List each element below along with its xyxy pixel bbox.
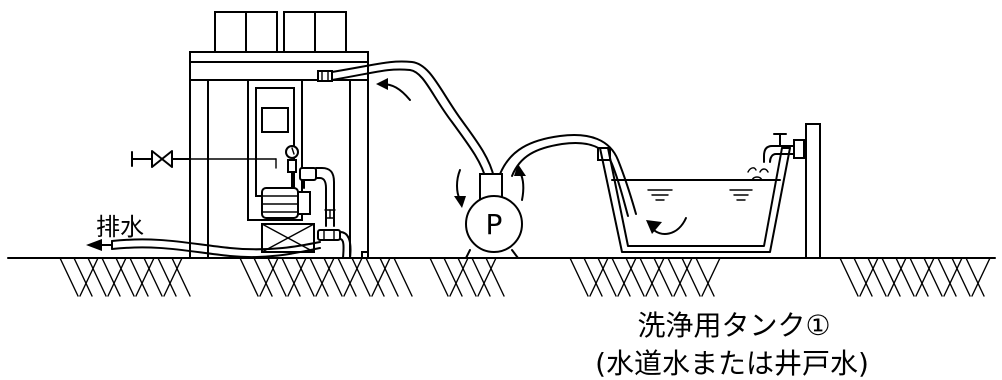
hatch-line [143, 257, 163, 297]
hatch-line [59, 257, 79, 297]
hatch-line [653, 257, 673, 297]
hatch-line [351, 257, 371, 297]
hatch-line [965, 257, 985, 297]
side-valve [131, 150, 277, 169]
hatch-line [673, 257, 693, 297]
hatch-line [951, 257, 971, 297]
hatch-line [443, 257, 463, 297]
hatch-line [667, 257, 687, 297]
hatch-line [881, 257, 901, 297]
hatch-line [239, 257, 259, 297]
pump: P [454, 164, 526, 259]
faucet [747, 123, 821, 259]
hatch-line [281, 257, 301, 297]
tank-title: 洗浄用タンク① [637, 309, 830, 342]
drain-valve [324, 209, 336, 219]
hatch-line [617, 257, 637, 297]
hatch-line [909, 257, 929, 297]
hatch-line [295, 257, 315, 297]
hatch-line [253, 257, 273, 297]
water-level-marks [647, 189, 753, 201]
hatch-line [695, 257, 715, 297]
drain-hose [86, 238, 321, 259]
hatch-line [87, 257, 107, 297]
ground-hatching [59, 257, 991, 297]
hatch-line [129, 257, 149, 297]
wash-tank [599, 147, 791, 253]
hatch-line [915, 257, 935, 297]
hatch-line [323, 257, 343, 297]
top-plate [189, 51, 369, 63]
pump-label: P [486, 208, 503, 241]
hatch-line [569, 257, 589, 297]
hatch-line [859, 257, 879, 297]
hatch-line [583, 257, 603, 297]
hatch-line [343, 257, 363, 297]
hatch-line [611, 257, 631, 297]
hatch-line [887, 257, 907, 297]
hatch-line [365, 257, 385, 297]
hatch-line [135, 257, 155, 297]
hatch-line [923, 257, 943, 297]
hatch-line [681, 257, 701, 297]
hatch-line [485, 257, 505, 297]
hatch-line [393, 257, 413, 297]
hatch-line [867, 257, 887, 297]
hatch-line [625, 257, 645, 297]
ground [7, 257, 996, 297]
hatch-line [101, 257, 121, 297]
hatch-line [267, 257, 287, 297]
post [805, 123, 821, 259]
hatch-line [853, 257, 873, 297]
hatch-line [943, 257, 963, 297]
hatch-line [171, 257, 191, 297]
hatch-line [379, 257, 399, 297]
hatch-line [157, 257, 177, 297]
hatch-line [839, 257, 859, 297]
hatch-line [471, 257, 491, 297]
hatch-line [937, 257, 957, 297]
hatch-line [457, 257, 477, 297]
return-hose [331, 60, 495, 181]
drain-label: 排水 [96, 213, 144, 241]
hatch-line [971, 257, 991, 297]
hatch-line [371, 257, 391, 297]
hatch-line [287, 257, 307, 297]
hatch-line [163, 257, 183, 297]
pump-body [465, 195, 523, 253]
hatch-line [895, 257, 915, 297]
inlet-fitting [317, 70, 333, 82]
hatch-line [309, 257, 329, 297]
hatch-line [597, 257, 617, 297]
internal-motor [261, 187, 311, 219]
hatch-line [337, 257, 357, 297]
hatch-line [315, 257, 335, 297]
machine-unit [189, 11, 369, 259]
fan-blocks [214, 11, 347, 53]
hatch-line [429, 257, 449, 297]
hatch-line [645, 257, 665, 297]
hatch-line [259, 257, 279, 297]
hatch-line [73, 257, 93, 297]
hatch-line [639, 257, 659, 297]
pressure-gauge [285, 145, 299, 173]
hatch-line [115, 257, 135, 297]
hatch-line [477, 257, 497, 297]
display-window [261, 107, 289, 133]
hatch-line [107, 257, 127, 297]
hatch-line [589, 257, 609, 297]
hatch-line [449, 257, 469, 297]
tank-subtitle: (水道水または井戸水) [595, 347, 869, 380]
hatch-line [79, 257, 99, 297]
hatch-line [701, 257, 721, 297]
